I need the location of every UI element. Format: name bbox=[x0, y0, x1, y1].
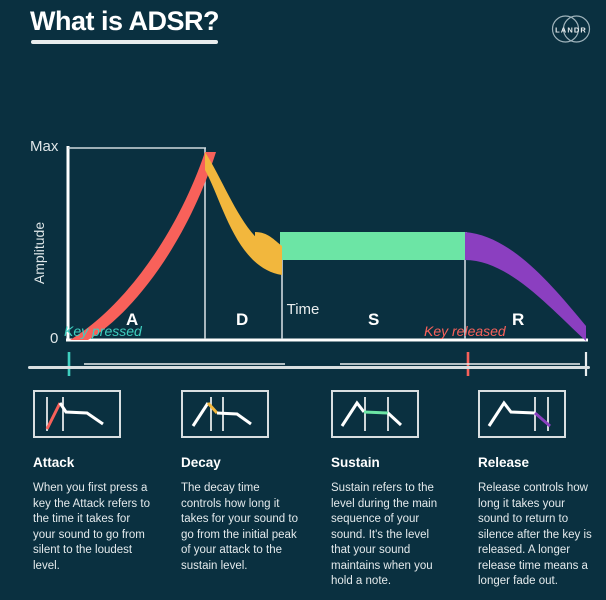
thumbnail-attack-svg bbox=[45, 397, 104, 431]
key-pressed-label: Key pressed bbox=[64, 323, 142, 339]
card-title-release: Release bbox=[478, 455, 530, 470]
thumbnail-sustain bbox=[331, 390, 419, 438]
y-axis-title: Amplitude bbox=[31, 221, 47, 285]
thumbnail-decay-svg bbox=[191, 397, 252, 431]
thumbnail-release bbox=[478, 390, 566, 438]
segment-label-attack: A bbox=[126, 310, 139, 329]
card-release: Release Release controls how long it tak… bbox=[478, 390, 606, 590]
attack-band bbox=[70, 152, 216, 340]
card-attack: Attack When you first press a key the At… bbox=[33, 390, 168, 574]
x-axis-title: Time bbox=[286, 301, 320, 318]
thumbnail-release-svg bbox=[487, 397, 551, 431]
page-title: What is ADSR? bbox=[30, 6, 220, 36]
segment-label-decay: D bbox=[236, 310, 249, 329]
card-decay: Decay The decay time controls how long i… bbox=[181, 390, 316, 574]
card-title-sustain: Sustain bbox=[331, 455, 380, 470]
time-axis-svg bbox=[67, 352, 588, 376]
segment-label-release: R bbox=[512, 310, 525, 329]
segment-label-sustain: S bbox=[368, 310, 380, 329]
adsr-chart: Max 0 Amplitude A D S R bbox=[0, 60, 606, 360]
card-list: Attack When you first press a key the At… bbox=[0, 390, 606, 600]
title-underline bbox=[31, 40, 218, 44]
card-body-release: Release controls how long it takes your … bbox=[478, 482, 592, 587]
card-title-attack: Attack bbox=[33, 455, 75, 470]
card-title-decay: Decay bbox=[181, 455, 221, 470]
key-released-label: Key released bbox=[424, 323, 506, 339]
decay-shoulder bbox=[255, 232, 282, 260]
adsr-envelope-svg bbox=[66, 146, 588, 342]
y-axis-max-label: Max bbox=[30, 138, 59, 155]
card-body-attack: When you first press a key the Attack re… bbox=[33, 482, 150, 572]
release-band bbox=[465, 232, 586, 341]
y-axis-zero-label: 0 bbox=[50, 330, 59, 347]
thumbnail-decay bbox=[181, 390, 269, 438]
thumbnail-attack bbox=[33, 390, 121, 438]
sustain-band bbox=[280, 232, 467, 260]
card-body-sustain: Sustain refers to the level during the m… bbox=[331, 482, 438, 587]
card-body-decay: The decay time controls how long it take… bbox=[181, 482, 298, 572]
thumbnail-sustain-svg bbox=[340, 397, 403, 431]
landr-logo-icon: LANDR bbox=[551, 15, 591, 43]
section-divider bbox=[28, 366, 590, 369]
landr-logo-text: LANDR bbox=[555, 26, 587, 35]
card-sustain: Sustain Sustain refers to the level duri… bbox=[331, 390, 466, 590]
